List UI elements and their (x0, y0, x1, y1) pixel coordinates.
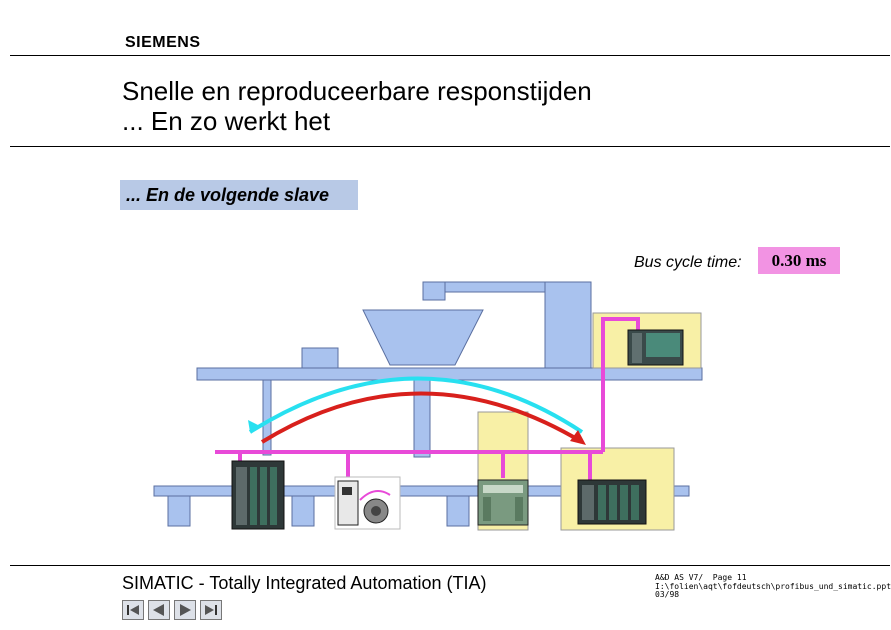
table-leg-1 (167, 495, 191, 527)
shelf-leg-left (262, 379, 272, 456)
plc-4-module-a (598, 485, 606, 520)
plc-4-module-c (620, 485, 628, 520)
plc-station-1 (231, 460, 285, 530)
io-3-slot-b (515, 497, 523, 521)
drive-2-cable (359, 490, 391, 501)
drive-2-display (342, 487, 352, 495)
meta-line-1: A&D AS V7/ Page 11 (655, 573, 747, 582)
plc-upper-cpu (632, 333, 642, 363)
small-block (301, 347, 339, 369)
header-divider (10, 55, 890, 56)
drive-station-2 (334, 476, 401, 530)
skip-forward-icon (205, 605, 217, 615)
plc-4-module-b (609, 485, 617, 520)
profibus-line (215, 317, 640, 481)
footer-title: SIMATIC - Totally Integrated Automation … (122, 573, 487, 593)
bus-riser (601, 317, 640, 452)
plc-1-module-b (260, 467, 267, 525)
slide-subtitle: ... En de volgende slave (120, 180, 358, 210)
meta-line-3: 03/98 (655, 590, 680, 599)
previous-slide-button[interactable] (148, 600, 170, 620)
triangle-left-icon (153, 604, 164, 616)
io-3-slot-a (483, 497, 491, 521)
response-arrow-head (248, 420, 262, 432)
meta-line-2: I:\folien\aqt\fofdeutsch\profibus_und_si… (655, 581, 891, 591)
plc-station-4 (577, 479, 647, 525)
response-arrow (248, 376, 584, 434)
plc-4-cpu (582, 485, 594, 520)
slide-title-line2: ... En zo werkt het (122, 106, 331, 136)
plc-1-module-a (250, 467, 257, 525)
io-3-panel (483, 485, 523, 493)
slide-title-line1: Snelle en reproduceerbare responstijden (122, 76, 592, 106)
request-response-arrows (248, 376, 586, 445)
last-slide-button[interactable] (200, 600, 222, 620)
footer-divider (10, 565, 890, 566)
request-arrow (260, 391, 584, 444)
drive-2-motor-hub (371, 506, 381, 516)
bus-cycle-label: Bus cycle time: (634, 254, 742, 271)
title-divider (10, 146, 890, 147)
plc-1-cpu (236, 467, 247, 525)
first-slide-button[interactable] (122, 600, 144, 620)
request-arrow-head (570, 430, 586, 445)
plc-upper-modules (646, 333, 680, 357)
plc-upper (627, 329, 684, 366)
siemens-logo: SIEMENS (125, 34, 201, 51)
table-leg-2 (291, 495, 315, 527)
upper-shelf (196, 367, 703, 381)
next-slide-button[interactable] (174, 600, 196, 620)
hopper (362, 309, 484, 366)
lower-table (153, 485, 690, 497)
io-station-3 (477, 479, 529, 526)
gantry-hook (422, 281, 446, 301)
bus-cycle-value: 0.30 ms (758, 247, 840, 274)
slide-title: Snelle en reproduceerbare responstijden … (122, 76, 592, 136)
triangle-right-icon (180, 604, 191, 616)
plc-1-module-c (270, 467, 277, 525)
table-leg-3 (446, 495, 470, 527)
gantry-column (544, 281, 592, 370)
machine-structure (153, 281, 703, 527)
profibus-scene (153, 281, 703, 531)
skip-back-icon (127, 605, 139, 615)
plc-4-module-d (631, 485, 639, 520)
